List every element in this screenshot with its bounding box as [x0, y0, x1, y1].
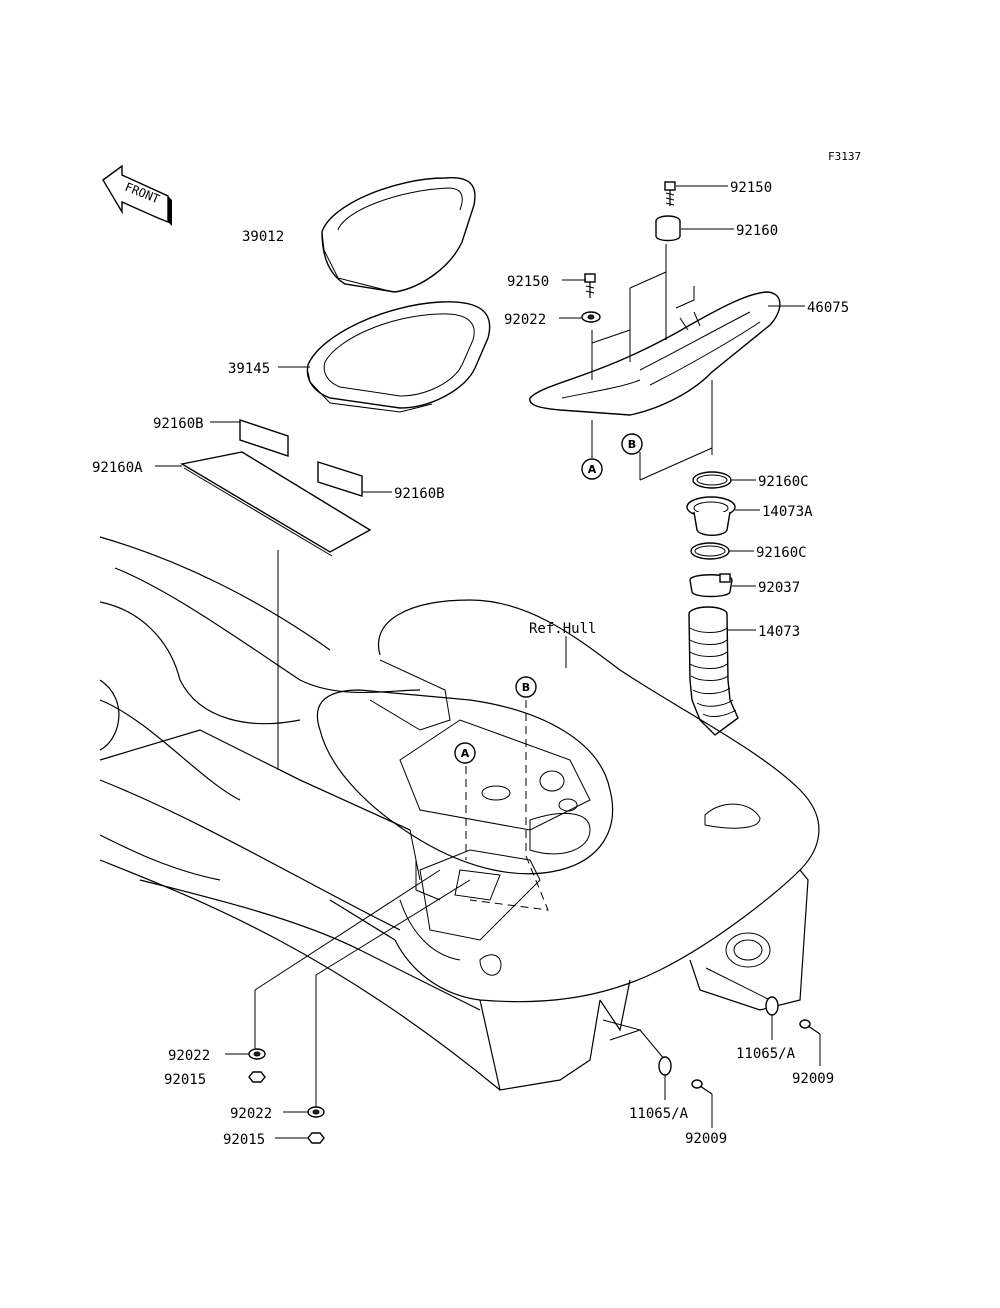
- callout-a-hull: A: [454, 742, 476, 764]
- label-92160b-left: 92160B: [153, 416, 204, 432]
- label-92160c-top: 92160C: [758, 474, 809, 490]
- label-92150-left: 92150: [507, 274, 549, 290]
- label-39012: 39012: [242, 229, 284, 245]
- part-92022-washer-top: [581, 311, 601, 323]
- callout-b-hull: B: [515, 676, 537, 698]
- part-14073a-fitting: [686, 496, 736, 536]
- svg-text:A: A: [588, 463, 597, 476]
- part-92160b-pad-right: [317, 461, 363, 497]
- label-46075: 46075: [807, 300, 849, 316]
- label-92160c-bottom: 92160C: [756, 545, 807, 561]
- part-46075-handle: [529, 291, 781, 416]
- label-92160: 92160: [736, 223, 778, 239]
- part-92022-washer-bl1: [248, 1048, 266, 1060]
- label-14073a: 14073A: [762, 504, 813, 520]
- svg-text:A: A: [461, 747, 470, 760]
- part-92160b-pad-left: [239, 419, 289, 457]
- part-92150-bolt-top: [664, 181, 676, 206]
- part-92160a-sheet: [180, 451, 372, 557]
- part-92022-washer-bl2: [307, 1106, 325, 1118]
- label-92022-bl2: 92022: [230, 1106, 272, 1122]
- callout-a-top: A: [581, 458, 603, 480]
- part-92015-nut-bl1: [248, 1071, 266, 1083]
- part-92160c-ring-top: [692, 471, 732, 489]
- label-14073: 14073: [758, 624, 800, 640]
- assembly-line-b: [469, 700, 549, 911]
- part-14073-hose: [688, 606, 739, 736]
- label-92160a: 92160A: [92, 460, 143, 476]
- ref-hull-label: Ref.Hull: [529, 621, 596, 637]
- svg-text:B: B: [628, 438, 636, 451]
- label-92022-bl1: 92022: [168, 1048, 210, 1064]
- callout-b-top: B: [621, 433, 643, 455]
- front-arrow-icon: FRONT: [102, 164, 172, 226]
- label-39145: 39145: [228, 361, 270, 377]
- label-92009-right: 92009: [792, 1071, 834, 1087]
- label-92009-mid: 92009: [685, 1131, 727, 1147]
- hull-body: [99, 536, 820, 1091]
- label-92037: 92037: [758, 580, 800, 596]
- part-39145-gasket: [306, 301, 491, 413]
- label-92015-bl2: 92015: [223, 1132, 265, 1148]
- part-92160-collar: [655, 215, 681, 242]
- part-11065a-grommet-mid: [658, 1056, 672, 1076]
- part-92015-nut-bl2: [307, 1132, 325, 1144]
- part-39012-cover: [321, 177, 476, 293]
- part-92150-bolt-left: [584, 273, 596, 298]
- label-11065a-mid: 11065/A: [629, 1106, 689, 1122]
- part-92037-clamp: [689, 573, 733, 598]
- label-92022-top: 92022: [504, 312, 546, 328]
- svg-text:B: B: [522, 681, 530, 694]
- label-92150-top: 92150: [730, 180, 772, 196]
- part-92009-screw-mid: [691, 1079, 713, 1095]
- part-92160c-ring-bottom: [690, 542, 730, 560]
- part-92009-screw-right: [799, 1019, 821, 1035]
- label-11065a-right: 11065/A: [736, 1046, 796, 1062]
- label-92160b-right: 92160B: [394, 486, 445, 502]
- figure-code: F3137: [828, 150, 861, 163]
- part-11065a-grommet-right: [765, 996, 779, 1016]
- label-92015-bl1: 92015: [164, 1072, 206, 1088]
